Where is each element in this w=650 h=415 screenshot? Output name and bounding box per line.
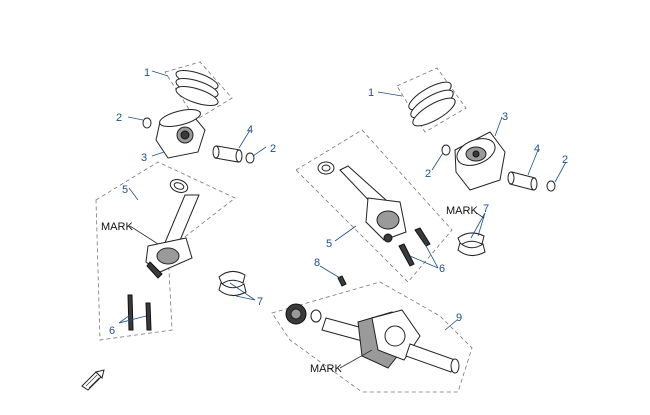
piston-rings-right — [408, 81, 456, 127]
crankshaft — [321, 309, 460, 374]
callout-pin-right: 4 — [534, 143, 540, 155]
circlip-left-inner — [142, 117, 152, 129]
conrod-group-box-left — [95, 161, 236, 341]
piston-left — [155, 109, 206, 159]
circlip-right-inner — [441, 144, 451, 156]
connecting-rod-right — [317, 161, 407, 243]
front-arrow-icon — [81, 369, 105, 391]
crank-pin-key — [337, 275, 347, 287]
piston-ring-group-box-right — [396, 67, 467, 133]
callout-piston-rings-left: 1 — [144, 67, 150, 79]
connecting-rod-left — [145, 179, 200, 279]
piston-rings-left — [175, 69, 219, 107]
callout-circlip-left-outer: 2 — [270, 143, 276, 155]
callout-bolts-right: 6 — [439, 263, 445, 275]
callout-bolts-left: 6 — [109, 325, 115, 337]
mark-label-piston: MARK — [446, 205, 478, 217]
callout-conrod-left: 5 — [122, 184, 128, 196]
piston-pin-right — [507, 171, 538, 191]
mark-label-crankshaft: MARK — [310, 363, 342, 375]
callout-piston-left: 3 — [141, 152, 147, 164]
timing-gear — [285, 303, 307, 325]
callout-bearings-right: 7 — [483, 203, 489, 215]
callout-piston-right: 3 — [502, 111, 508, 123]
conrod-group-box-right — [295, 129, 453, 283]
bearing-shells-left — [218, 271, 247, 296]
bearing-shells-right — [457, 232, 486, 256]
callout-conrod-right: 5 — [326, 238, 332, 250]
callout-circlip-right-outer: 2 — [562, 154, 568, 166]
mark-label-rod: MARK — [101, 221, 133, 233]
piston-pin-left — [212, 145, 243, 163]
leader-lines — [118, 70, 567, 369]
callout-circlip-right-inner: 2 — [425, 168, 431, 180]
rod-bolts-left — [127, 294, 152, 331]
circlip-right-outer — [546, 180, 556, 192]
callout-circlip-left-inner: 2 — [116, 112, 122, 124]
callout-crank-key: 8 — [314, 257, 320, 269]
rod-bolts-right — [398, 227, 431, 267]
callout-crankshaft: 9 — [456, 312, 462, 324]
piston-ring-group-box-left — [164, 61, 233, 121]
callout-bearings-left: 7 — [257, 296, 263, 308]
callout-piston-rings-right: 1 — [368, 87, 374, 99]
circlip-left-outer — [245, 152, 255, 164]
crank-spacer — [310, 309, 322, 323]
callout-labels: 1 2 3 4 2 5 6 7 1 2 3 4 2 5 6 7 8 9 MARK… — [101, 67, 568, 375]
crankshaft-group-box — [271, 281, 473, 393]
piston-right — [454, 131, 506, 191]
callout-pin-left: 4 — [247, 124, 253, 136]
